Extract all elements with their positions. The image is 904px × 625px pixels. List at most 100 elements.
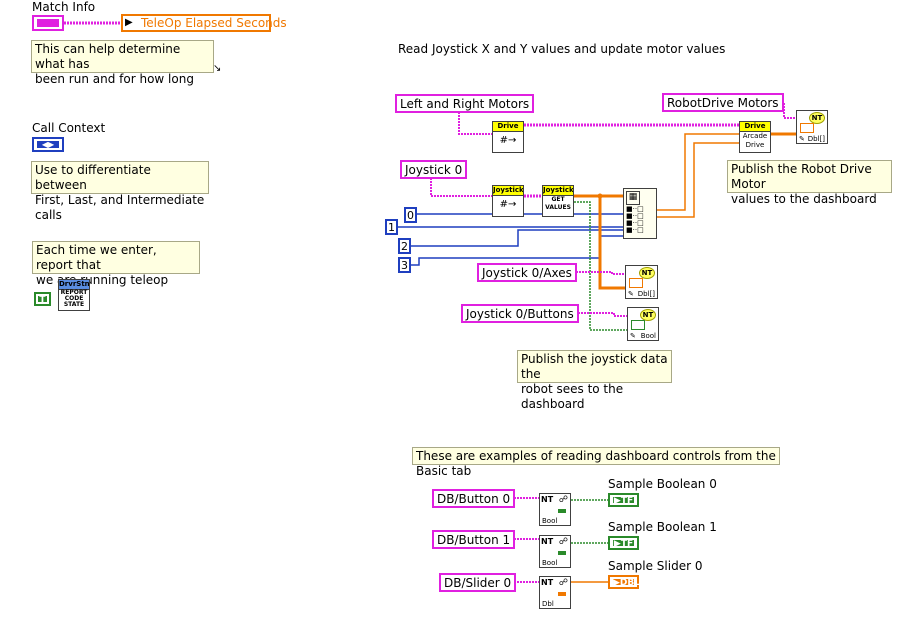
pencil-icon: ✎ bbox=[630, 332, 636, 340]
teleop-elapsed-seconds-indicator[interactable]: ▶ TeleOp Elapsed Seconds bbox=[121, 14, 287, 32]
link-icon: ☍ bbox=[558, 537, 568, 547]
teleop-elapsed-seconds-label: TeleOp Elapsed Seconds bbox=[141, 16, 287, 30]
note-line: values to the dashboard bbox=[731, 192, 877, 206]
match-info-label: Match Info bbox=[32, 0, 96, 14]
type-label: Bool bbox=[542, 559, 558, 567]
note-line: Each time we enter, report that bbox=[36, 243, 157, 272]
joystick0-constant[interactable]: Joystick 0 bbox=[400, 160, 468, 179]
true-constant-label: T bbox=[38, 295, 47, 305]
arcade-drive-vi[interactable]: Drive Arcade Drive bbox=[739, 121, 771, 153]
tf-label: ▶TF bbox=[613, 496, 634, 506]
report-code-state-vi[interactable]: DrvrStn REPORT CODE STATE bbox=[58, 279, 90, 311]
dbl-array-icon bbox=[800, 123, 814, 133]
numeric-constant-1[interactable]: 1 bbox=[385, 219, 398, 235]
joystick-get-values-vi[interactable]: Joystick GET VALUES bbox=[542, 185, 574, 217]
db-slider0-constant[interactable]: DB/Slider 0 bbox=[439, 573, 517, 592]
index-array-terminals: ■··□■··□■··□■··□ bbox=[626, 205, 644, 234]
drive-ref-get-vi[interactable]: Drive #→ bbox=[492, 121, 524, 153]
publish-joystick-note: Publish the joystick data the robot sees… bbox=[517, 350, 672, 411]
vi-body-line: STATE bbox=[63, 301, 85, 308]
nt-put-dbl-array-axes[interactable]: NT ✎ Dbl[] bbox=[625, 265, 658, 299]
sample-slider0-indicator[interactable]: ▶DBL bbox=[608, 575, 640, 589]
note-line: This can help determine what has bbox=[35, 42, 181, 71]
dbl-label: ▶DBL bbox=[613, 578, 640, 588]
type-label: Dbl[] bbox=[637, 290, 655, 298]
vi-header: Joystick bbox=[493, 186, 524, 196]
numeric-constant-0[interactable]: 0 bbox=[404, 207, 417, 223]
true-constant[interactable]: T bbox=[34, 292, 51, 306]
resize-corner-icon: ↘ bbox=[213, 63, 222, 74]
vi-body-line: CODE bbox=[64, 295, 84, 302]
dbl-array-icon bbox=[629, 278, 643, 288]
arrow-right-icon: ▶ bbox=[125, 17, 133, 28]
nt-get-dbl-slider0[interactable]: NT ☍ Dbl bbox=[539, 576, 571, 609]
main-note: Read Joystick X and Y values and update … bbox=[398, 42, 726, 56]
report-note: Each time we enter, report that we are r… bbox=[32, 241, 200, 287]
nt-put-bool-array-buttons[interactable]: NT ✎ Bool bbox=[627, 307, 659, 341]
db-button0-constant[interactable]: DB/Button 0 bbox=[432, 489, 516, 508]
vi-header: Drive bbox=[740, 122, 770, 132]
nt-badge-icon: NT bbox=[809, 112, 825, 124]
index-array-node[interactable]: ▦ ■··□■··□■··□■··□ bbox=[623, 188, 657, 239]
dbl-output-icon bbox=[558, 592, 566, 596]
nt-put-dbl-array-motors[interactable]: NT ✎ Dbl[] bbox=[796, 110, 828, 144]
note-line: Publish the joystick data the bbox=[521, 352, 668, 381]
nt-get-bool-button0[interactable]: NT ☍ Bool bbox=[539, 493, 571, 526]
arrow-right-icon: ▶ bbox=[613, 539, 621, 549]
vi-body-line: VALUES bbox=[545, 204, 571, 211]
refnum-arrow-icon: #→ bbox=[499, 135, 517, 146]
publish-motor-note: Publish the Robot Drive Motor values to … bbox=[727, 160, 892, 206]
numeric-constant-3[interactable]: 3 bbox=[398, 257, 411, 273]
sample-boolean0-indicator[interactable]: ▶TF bbox=[608, 493, 639, 507]
pencil-icon: ✎ bbox=[628, 290, 634, 298]
pencil-icon: ✎ bbox=[799, 135, 805, 143]
sample-boolean1-indicator[interactable]: ▶TF bbox=[608, 536, 639, 550]
tf-text: TF bbox=[620, 539, 634, 549]
call-context-note: Use to differentiate between First, Last… bbox=[31, 161, 209, 222]
note-line: Use to differentiate between bbox=[35, 163, 151, 192]
nt-get-bool-button1[interactable]: NT ☍ Bool bbox=[539, 535, 571, 568]
note-line: First, Last, and Intermediate calls bbox=[35, 193, 205, 222]
note-line: robot sees to the dashboard bbox=[521, 382, 624, 411]
nt-label: NT bbox=[541, 495, 554, 504]
type-label: Dbl[] bbox=[807, 135, 825, 143]
vi-body-line: Drive bbox=[745, 141, 765, 149]
sample-boolean1-label: Sample Boolean 1 bbox=[608, 520, 717, 534]
vi-header: Drive bbox=[493, 122, 523, 132]
array-grid-icon: ▦ bbox=[626, 191, 640, 205]
arrow-right-icon: ▶ bbox=[613, 496, 621, 506]
nt-badge-icon: NT bbox=[640, 309, 656, 321]
bool-array-icon bbox=[631, 320, 645, 330]
note-line: Publish the Robot Drive Motor bbox=[731, 162, 872, 191]
joystick0-axes-constant[interactable]: Joystick 0/Axes bbox=[477, 263, 577, 282]
match-info-cluster-terminal[interactable] bbox=[32, 15, 64, 31]
numeric-constant-2[interactable]: 2 bbox=[398, 238, 411, 254]
refnum-arrow-icon: #→ bbox=[499, 199, 517, 210]
tf-text: TF bbox=[620, 496, 634, 506]
match-info-note: This can help determine what has been ru… bbox=[31, 40, 214, 86]
nt-badge-icon: NT bbox=[639, 267, 655, 279]
nt-label: NT bbox=[541, 578, 554, 587]
bool-output-icon bbox=[558, 551, 566, 555]
joystick-ref-get-vi[interactable]: Joystick #→ bbox=[492, 185, 524, 217]
robotdrive-motors-constant[interactable]: RobotDrive Motors bbox=[662, 93, 784, 112]
type-label: Bool bbox=[542, 517, 558, 525]
left-right-motors-constant[interactable]: Left and Right Motors bbox=[395, 94, 535, 113]
enum-arrows-icon: ◀▶ bbox=[37, 141, 59, 149]
joystick0-buttons-constant[interactable]: Joystick 0/Buttons bbox=[461, 304, 579, 323]
vi-header: Joystick bbox=[543, 186, 574, 196]
link-icon: ☍ bbox=[558, 495, 568, 505]
type-label: Dbl bbox=[542, 600, 554, 608]
call-context-enum-terminal[interactable]: ◀▶ bbox=[32, 137, 64, 152]
type-label: Bool bbox=[640, 332, 656, 340]
tf-label: ▶TF bbox=[613, 539, 634, 549]
bool-output-icon bbox=[558, 509, 566, 513]
nt-label: NT bbox=[541, 537, 554, 546]
call-context-label: Call Context bbox=[32, 121, 106, 135]
dbl-text: DBL bbox=[619, 578, 640, 588]
arrow-right-icon: ▶ bbox=[613, 578, 620, 588]
note-line: been run and for how long bbox=[35, 72, 194, 86]
sample-boolean0-label: Sample Boolean 0 bbox=[608, 477, 717, 491]
db-button1-constant[interactable]: DB/Button 1 bbox=[432, 530, 516, 549]
sample-slider0-label: Sample Slider 0 bbox=[608, 559, 703, 573]
